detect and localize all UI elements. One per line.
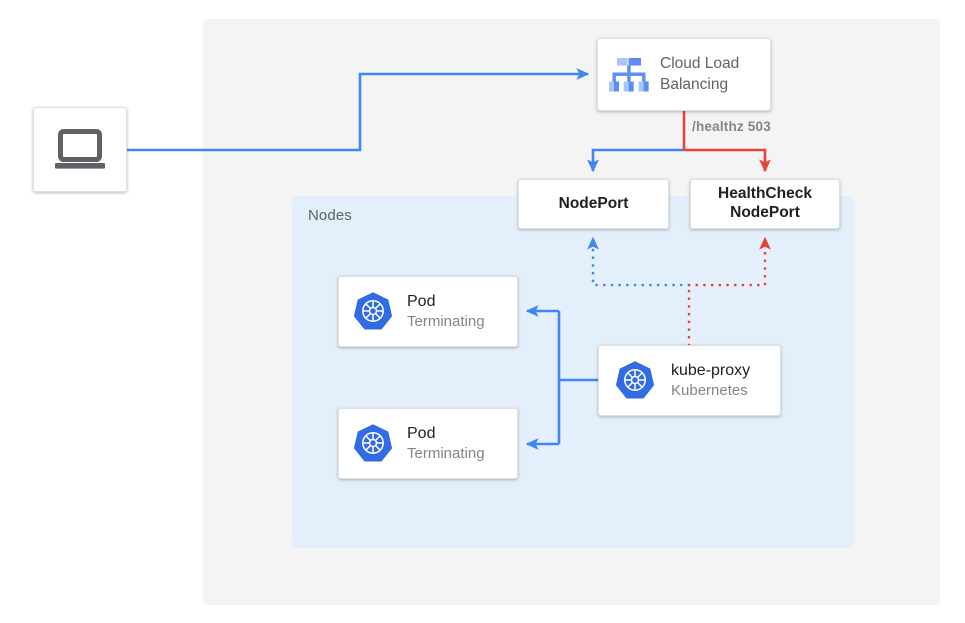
healthcheck-nodeport-node[interactable]: HealthCheck NodePort xyxy=(690,179,840,229)
kubernetes-icon xyxy=(351,422,395,466)
nodeport-node[interactable]: NodePort xyxy=(518,179,669,229)
kube-proxy-node[interactable]: kube-proxy Kubernetes xyxy=(598,345,781,416)
cloud-load-balancing-title-line-1: Cloud Load xyxy=(660,54,740,72)
client-node[interactable] xyxy=(33,107,127,192)
healthcheck-nodeport-label-line-2: NodePort xyxy=(730,204,800,221)
pod-title: Pod xyxy=(407,424,436,442)
pod-node-2[interactable]: Pod Terminating xyxy=(338,408,518,479)
kubernetes-icon xyxy=(613,359,657,403)
pod-status: Terminating xyxy=(407,313,485,331)
kube-proxy-subtitle: Kubernetes xyxy=(671,382,748,400)
pod-status: Terminating xyxy=(407,445,485,463)
pod-title: Pod xyxy=(407,292,436,310)
nodeport-label: NodePort xyxy=(558,194,629,212)
pod-node-1[interactable]: Pod Terminating xyxy=(338,276,518,347)
healthcheck-nodeport-label-line-1: HealthCheck xyxy=(718,185,812,203)
nodes-group-label: Nodes xyxy=(308,207,352,224)
laptop-icon xyxy=(54,128,106,172)
cloud-load-balancing-icon xyxy=(608,56,650,94)
kube-proxy-title: kube-proxy xyxy=(671,361,751,379)
cloud-load-balancing-node[interactable]: Cloud Load Balancing xyxy=(597,38,771,111)
healthz-edge-label: /healthz 503 xyxy=(692,119,771,134)
kubernetes-icon xyxy=(351,290,395,334)
cloud-load-balancing-title-line-2: Balancing xyxy=(660,75,729,93)
